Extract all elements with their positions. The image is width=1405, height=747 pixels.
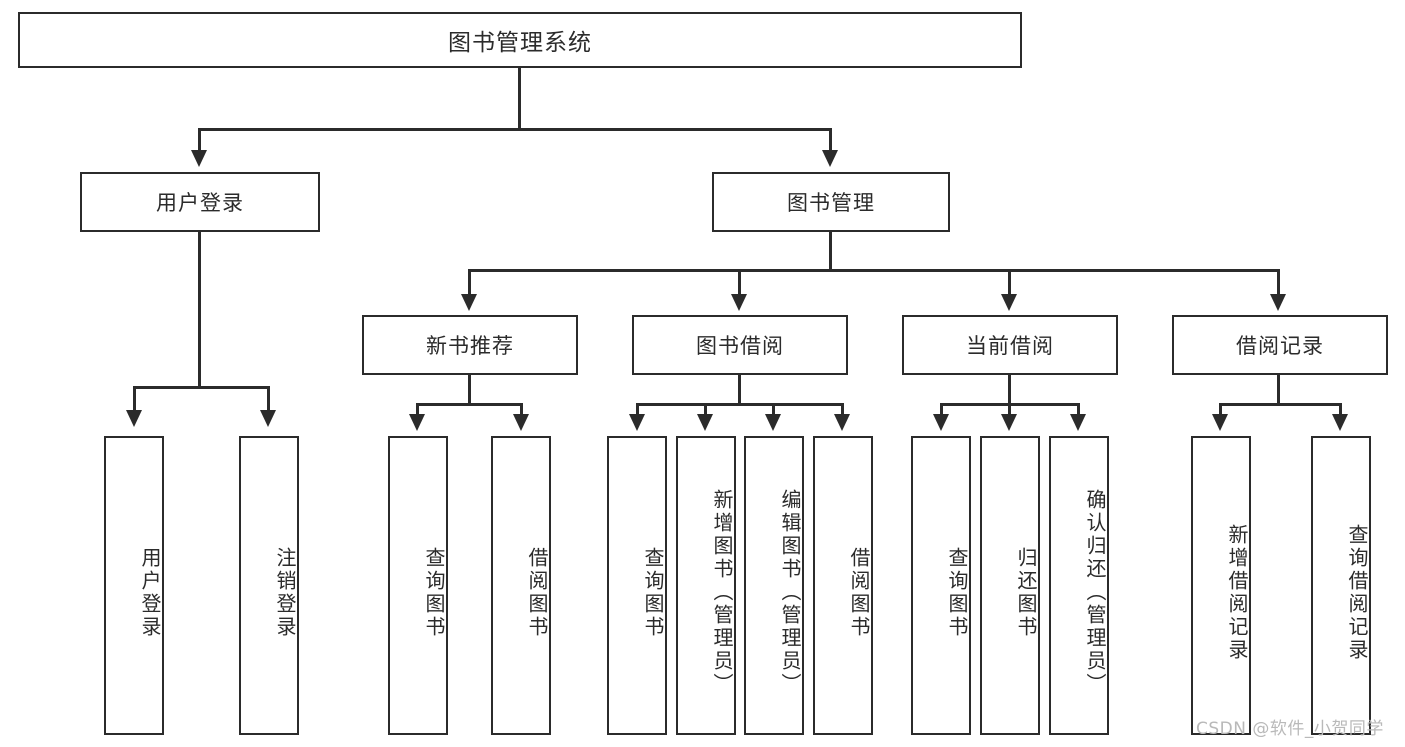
leaf-current-query: 查询图书 — [911, 436, 971, 735]
edge-borrow-stem — [738, 375, 741, 406]
leaf-record-add: 新增借阅记录 — [1191, 436, 1251, 735]
edge-record-to-leaf2 — [1339, 403, 1342, 417]
edge-root-to-bookmgmt — [829, 128, 832, 155]
node-label: 借阅图书 — [525, 546, 549, 639]
leaf-record-query: 查询借阅记录 — [1311, 436, 1371, 735]
node-label: 图书管理 — [787, 191, 875, 215]
arrowhead-borrow-leaf4 — [834, 414, 850, 431]
edge-bookmgmt-bus — [468, 269, 1280, 272]
node-borrow-record: 借阅记录 — [1172, 315, 1388, 375]
edge-record-bus — [1219, 403, 1342, 406]
node-user-login: 用户登录 — [80, 172, 320, 232]
node-label: 查询图书 — [945, 546, 969, 639]
edge-newbook-to-leaf2 — [520, 403, 523, 417]
arrowhead-current-leaf3 — [1070, 414, 1086, 431]
arrowhead-userlogin-leaf2 — [260, 410, 276, 427]
node-label: 图书管理系统 — [448, 30, 592, 56]
edge-root-stem — [518, 68, 521, 130]
leaf-user-login: 用户登录 — [104, 436, 164, 735]
arrowhead-record-leaf1 — [1212, 414, 1228, 431]
node-current-borrow: 当前借阅 — [902, 315, 1118, 375]
edge-current-to-leaf1 — [940, 403, 943, 417]
edge-borrow-to-leaf2 — [704, 403, 707, 417]
node-label: 新增图书（管理员） — [710, 489, 734, 696]
edge-borrow-to-leaf4 — [841, 403, 844, 417]
csdn-watermark: CSDN @软件_小贺同学 — [1196, 719, 1384, 739]
arrowhead-userlogin-leaf1 — [126, 410, 142, 427]
edge-current-stem — [1008, 375, 1011, 406]
edge-bookmgmt-stem — [829, 232, 832, 272]
arrowhead-current-leaf1 — [933, 414, 949, 431]
node-book-management: 图书管理 — [712, 172, 950, 232]
arrowhead-to-record — [1270, 294, 1286, 311]
node-label: 当前借阅 — [966, 334, 1054, 358]
node-label: 查询图书 — [641, 546, 665, 639]
arrowhead-to-bookmgmt — [822, 150, 838, 167]
leaf-newbook-query: 查询图书 — [388, 436, 448, 735]
arrowhead-borrow-leaf1 — [629, 414, 645, 431]
arrowhead-borrow-leaf3 — [765, 414, 781, 431]
arrowhead-current-leaf2 — [1001, 414, 1017, 431]
edge-record-to-leaf1 — [1219, 403, 1222, 417]
node-label: 查询图书 — [422, 546, 446, 639]
edge-newbook-stem — [468, 375, 471, 406]
leaf-borrow-query: 查询图书 — [607, 436, 667, 735]
arrowhead-borrow-leaf2 — [697, 414, 713, 431]
edge-userlogin-to-leaf1 — [133, 386, 136, 414]
arrowhead-record-leaf2 — [1332, 414, 1348, 431]
leaf-current-return: 归还图书 — [980, 436, 1040, 735]
node-new-book-recommend: 新书推荐 — [362, 315, 578, 375]
node-label: 借阅记录 — [1236, 334, 1324, 358]
edge-bookmgmt-to-record — [1277, 269, 1280, 298]
arrowhead-to-current — [1001, 294, 1017, 311]
edge-bookmgmt-to-borrow — [738, 269, 741, 298]
node-label: 用户登录 — [156, 191, 244, 215]
leaf-borrow-borrow-book: 借阅图书 — [813, 436, 873, 735]
edge-borrow-to-leaf1 — [636, 403, 639, 417]
arrowhead-to-userlogin — [191, 150, 207, 167]
node-label: 借阅图书 — [847, 546, 871, 639]
node-label: 归还图书 — [1014, 546, 1038, 639]
arrowhead-newbook-leaf2 — [513, 414, 529, 431]
arrowhead-to-newbook — [461, 294, 477, 311]
edge-newbook-to-leaf1 — [416, 403, 419, 417]
leaf-logout: 注销登录 — [239, 436, 299, 735]
node-label: 新书推荐 — [426, 334, 514, 358]
leaf-borrow-edit-book: 编辑图书（管理员） — [744, 436, 804, 735]
edge-borrow-to-leaf3 — [772, 403, 775, 417]
node-label: 编辑图书（管理员） — [778, 489, 802, 696]
node-label: 确认归还（管理员） — [1083, 489, 1107, 696]
arrowhead-to-borrow — [731, 294, 747, 311]
leaf-borrow-add-book: 新增图书（管理员） — [676, 436, 736, 735]
edge-userlogin-stem — [198, 232, 201, 389]
leaf-current-confirm-return: 确认归还（管理员） — [1049, 436, 1109, 735]
edge-bookmgmt-to-newbook — [468, 269, 471, 298]
arrowhead-newbook-leaf1 — [409, 414, 425, 431]
node-label: 注销登录 — [273, 546, 297, 639]
leaf-newbook-borrow: 借阅图书 — [491, 436, 551, 735]
edge-current-to-leaf2 — [1008, 403, 1011, 417]
node-label: 查询借阅记录 — [1345, 523, 1369, 662]
node-label: 用户登录 — [138, 546, 162, 639]
node-label: 图书借阅 — [696, 334, 784, 358]
edge-root-to-userlogin — [198, 128, 201, 155]
edge-bookmgmt-to-current — [1008, 269, 1011, 298]
edge-root-bus — [198, 128, 832, 131]
edge-newbook-bus — [416, 403, 523, 406]
edge-userlogin-to-leaf2 — [267, 386, 270, 414]
edge-record-stem — [1277, 375, 1280, 406]
edge-userlogin-bus — [133, 386, 270, 389]
node-label: 新增借阅记录 — [1225, 523, 1249, 662]
node-root-system: 图书管理系统 — [18, 12, 1022, 68]
edge-current-to-leaf3 — [1077, 403, 1080, 417]
edge-borrow-bus — [636, 403, 844, 406]
node-book-borrow: 图书借阅 — [632, 315, 848, 375]
